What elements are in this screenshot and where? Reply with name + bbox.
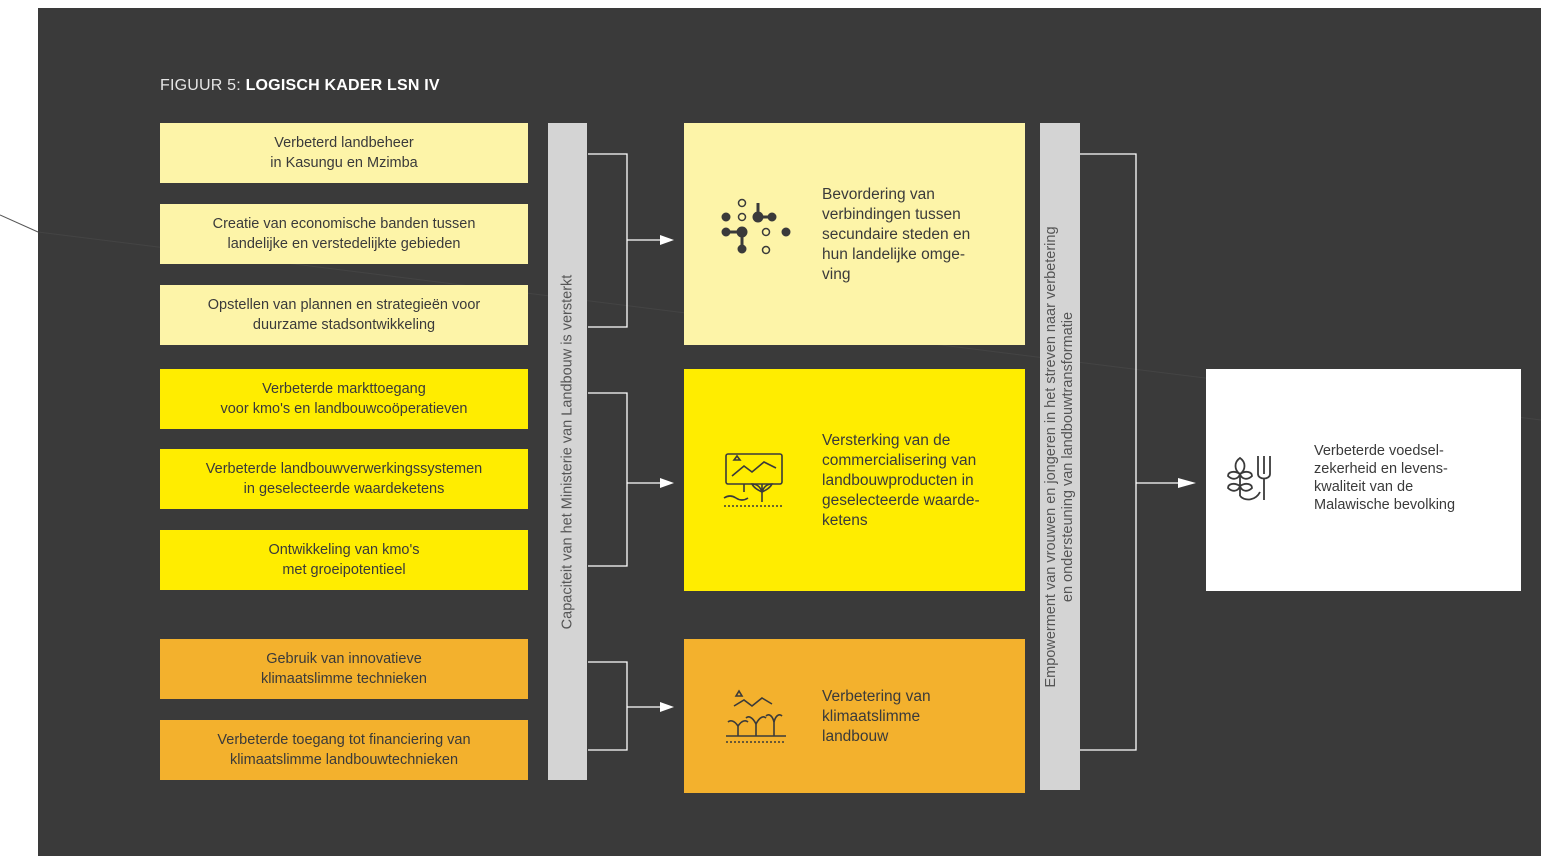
empowerment-bar-label: Empowerment van vrouwen en jongeren in h… xyxy=(1043,225,1076,688)
outcome-text-commercialisation: Versterking van de commercialisering van… xyxy=(822,432,980,529)
figure-heading: LOGISCH KADER LSN IV xyxy=(245,77,440,94)
input-box-processing-systems: Verbeterde landbouwverwerkingssystemen i… xyxy=(160,449,528,509)
final-goal-text: Verbeterde voedsel- zekerheid en levens-… xyxy=(1314,443,1456,513)
capacity-bar: Capaciteit van het Ministerie van Landbo… xyxy=(548,123,587,780)
outcome-box-climate-agriculture xyxy=(684,639,1025,793)
network-nodes-icon xyxy=(721,198,791,255)
figure-title: FIGUUR 5: LOGISCH KADER LSN IV xyxy=(160,77,440,95)
market-chart-sprout-icon xyxy=(723,453,784,507)
input-box-climate-techniques: Gebruik van innovatieve klimaatslimme te… xyxy=(160,639,528,699)
input-box-land-management: Verbeterd landbeheer in Kasungu en Mzimb… xyxy=(160,123,528,183)
outcome-text-climate-agriculture: Verbetering van klimaatslimme landbouw xyxy=(822,688,931,745)
input-box-urban-plans: Opstellen van plannen en strategieën voo… xyxy=(160,285,528,345)
empowerment-bar: Empowerment van vrouwen en jongeren in h… xyxy=(1040,123,1080,790)
figure-label: FIGUUR 5: xyxy=(160,77,246,94)
food-leaves-fork-icon xyxy=(1227,456,1271,501)
climate-crops-icon xyxy=(726,689,786,743)
input-box-climate-financing: Verbeterde toegang tot financiering van … xyxy=(160,720,528,780)
input-box-sme-development: Ontwikkeling van kmo's met groeipotentie… xyxy=(160,530,528,590)
outcome-box-commercialisation xyxy=(684,369,1025,591)
input-box-market-access: Verbeterde markttoegang voor kmo's en la… xyxy=(160,369,528,429)
outcome-text-connections: Bevordering van verbindingen tussen secu… xyxy=(822,186,971,283)
final-goal-box xyxy=(1206,369,1521,591)
input-box-economic-ties: Creatie van economische banden tussen la… xyxy=(160,204,528,264)
